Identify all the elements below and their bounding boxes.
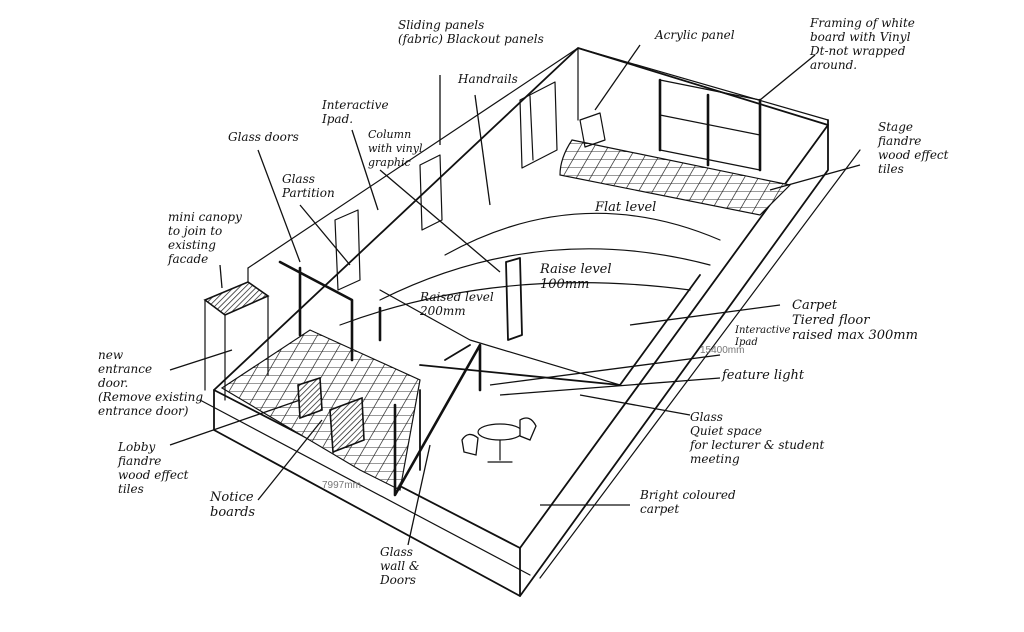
entrance-canopy: [203, 281, 270, 401]
label-carpet: Carpet Tiered floor raised max 300mm: [792, 298, 918, 343]
label-mini-canopy: mini canopy to join to existing facade: [168, 210, 242, 266]
label-feature-light: feature light: [722, 368, 805, 383]
label-framing: Framing of white board with Vinyl Dt-not…: [810, 16, 915, 72]
label-bright-carpet: Bright coloured carpet: [640, 488, 736, 516]
label-raised-level-200: Raised level 200mm: [420, 290, 494, 318]
label-interactive-ipad-2: Interactive Ipad: [735, 325, 791, 348]
leader-lines: [169, 44, 861, 546]
label-glass-quiet-space: Glass Quiet space for lecturer & student…: [690, 410, 825, 466]
label-column-vinyl: Column with vinyl graphic: [368, 128, 423, 169]
label-raise-level: Raise level 100mm: [540, 262, 612, 292]
label-stage-flooring: Stage fiandre wood effect tiles: [878, 120, 949, 176]
label-glass-wall-doors: Glass wall & Doors: [380, 545, 420, 587]
label-flat-level: Flat level: [595, 200, 657, 215]
dimension-width: 7997mm: [322, 480, 361, 491]
label-sliding-panels: Sliding panels (fabric) Blackout panels: [398, 18, 544, 46]
label-notice-boards: Notice boards: [210, 490, 256, 520]
label-glass-partition: Glass Partition: [282, 172, 335, 200]
quiet-space-furniture: [461, 417, 537, 463]
stage-area: [559, 78, 792, 216]
label-new-entrance-door: new entrance door. (Remove existing entr…: [98, 348, 204, 418]
glass-partitions: [278, 260, 482, 497]
dimension-length: 15400mm: [700, 345, 745, 356]
label-interactive-ipad: Interactive Ipad.: [322, 98, 389, 126]
label-lobby-flooring: Lobby fiandre wood effect tiles: [118, 440, 189, 496]
tiered-floor: [339, 212, 721, 386]
label-acrylic-panel: Acrylic panel: [655, 28, 735, 42]
label-handrails: Handrails: [458, 72, 518, 86]
lobby: [220, 329, 421, 491]
label-glass-doors: Glass doors: [228, 130, 299, 144]
wall-panels: [334, 81, 558, 291]
